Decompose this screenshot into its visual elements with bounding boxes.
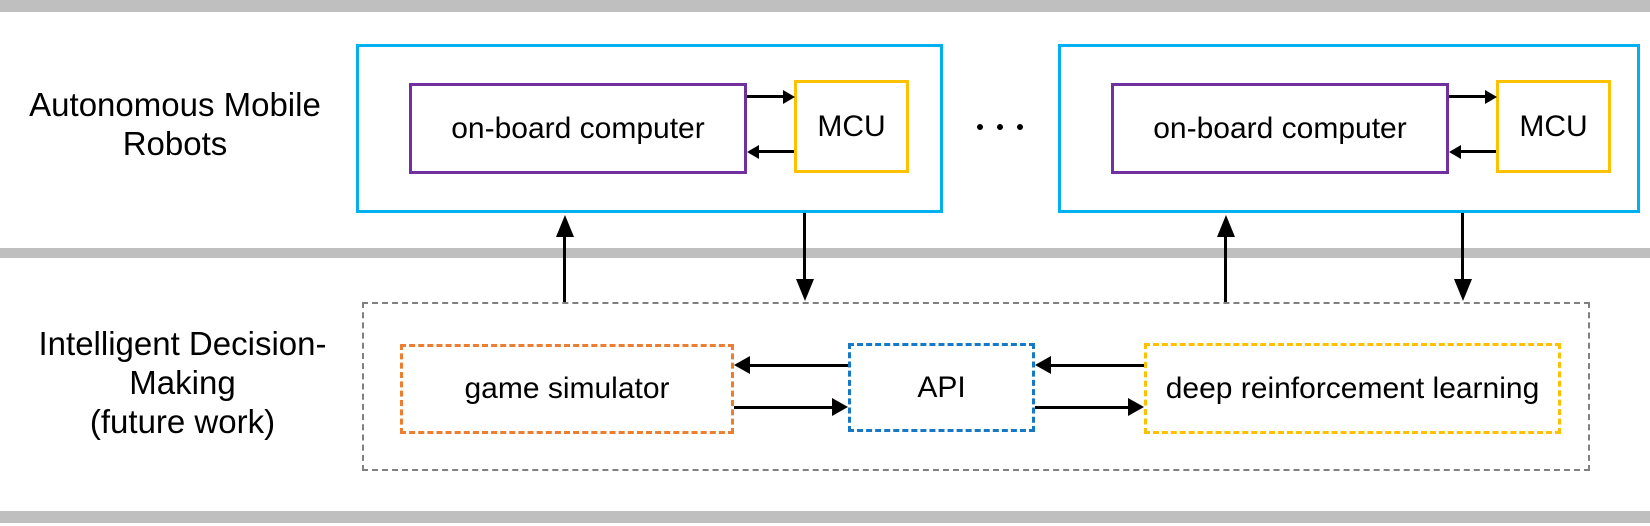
- label-line: Autonomous Mobile: [29, 86, 321, 123]
- arrow-shaft: [1224, 235, 1227, 302]
- ellipsis-dots-icon: [977, 124, 1023, 130]
- arrowhead-right-icon: [1128, 398, 1144, 416]
- deep-reinforcement-learning-box: deep reinforcement learning: [1144, 343, 1561, 434]
- bottom-separator-bar: [0, 511, 1650, 523]
- label-line: (future work): [89, 403, 276, 440]
- arrow-shaft: [759, 150, 794, 153]
- arrow-shaft: [1449, 95, 1485, 98]
- on-board-computer-box-1: on-board computer: [409, 83, 747, 174]
- arrow-shaft: [563, 235, 566, 302]
- on-board-computer-box-2: on-board computer: [1111, 83, 1449, 174]
- label-line: Robots: [122, 125, 228, 162]
- arrowhead-left-icon: [1449, 145, 1461, 159]
- arrowhead-right-icon: [832, 398, 848, 416]
- arrow-shaft: [1461, 213, 1464, 281]
- robot-node-2: on-board computer MCU: [1058, 44, 1640, 213]
- arrow-shaft: [747, 95, 783, 98]
- section-label-autonomous-mobile-robots: Autonomous Mobile Robots: [10, 85, 340, 163]
- label-line: Making: [129, 364, 236, 401]
- arrowhead-left-icon: [1035, 356, 1051, 374]
- arrowhead-left-icon: [734, 356, 750, 374]
- api-box: API: [848, 343, 1035, 432]
- mcu-box-2: MCU: [1496, 80, 1611, 173]
- middle-separator-bar: [0, 248, 1650, 258]
- arrow-shaft: [1035, 406, 1128, 409]
- arrow-shaft: [734, 406, 832, 409]
- arrowhead-down-icon: [1454, 279, 1472, 301]
- label-line: Intelligent Decision-: [38, 325, 327, 362]
- arrowhead-right-icon: [783, 90, 795, 104]
- arrowhead-up-icon: [556, 215, 574, 237]
- game-simulator-box: game simulator: [400, 344, 734, 434]
- arrow-shaft: [1461, 150, 1496, 153]
- arrow-shaft: [803, 213, 806, 281]
- arrowhead-down-icon: [796, 279, 814, 301]
- top-separator-bar: [0, 0, 1650, 12]
- section-label-intelligent-decision-making: Intelligent Decision- Making (future wor…: [10, 324, 355, 441]
- arrow-shaft: [1051, 364, 1144, 367]
- arrow-shaft: [750, 364, 848, 367]
- mcu-box-1: MCU: [794, 80, 909, 173]
- arrowhead-right-icon: [1485, 90, 1497, 104]
- arrowhead-left-icon: [747, 145, 759, 159]
- arrowhead-up-icon: [1217, 215, 1235, 237]
- decision-making-container: [362, 302, 1590, 471]
- robot-node-1: on-board computer MCU: [356, 44, 943, 213]
